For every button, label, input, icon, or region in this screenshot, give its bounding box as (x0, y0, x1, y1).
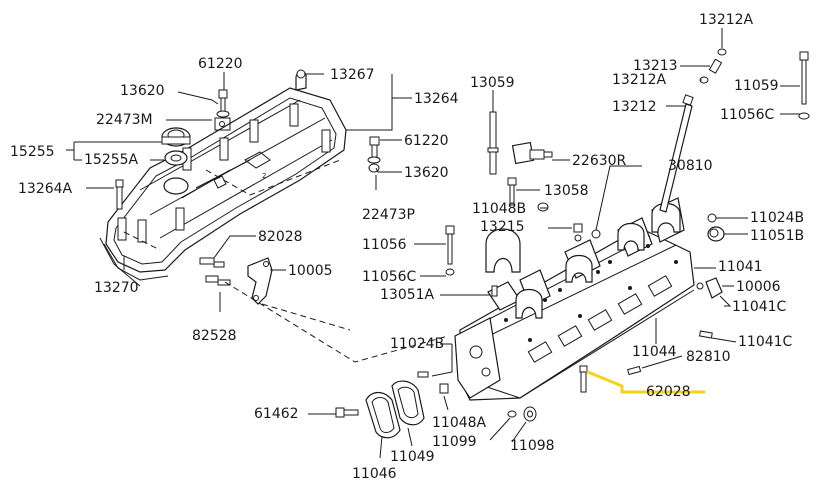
stud-11041c (698, 330, 713, 339)
label-30810: 30810 (668, 158, 713, 174)
alignment-line-1 (224, 281, 449, 363)
label-13215: 13215 (480, 219, 525, 235)
label-13058: 13058 (544, 183, 589, 199)
label-10005: 10005 (288, 263, 333, 279)
labels: 13212A 13213 13212A 11059 13212 11056C 6… (10, 12, 804, 482)
bolt-61220-top (214, 89, 231, 131)
label-13212: 13212 (612, 99, 657, 115)
alignment-line-3 (123, 231, 161, 251)
label-13264a: 13264A (18, 181, 73, 197)
thermostat-housing-11046 (365, 391, 401, 439)
label-82810: 82810 (686, 349, 731, 365)
label-13212a: 13212A (612, 72, 667, 88)
temperature-sensor (511, 141, 553, 165)
label-13267: 13267 (330, 67, 375, 83)
label-13270: 13270 (94, 280, 139, 296)
highlight-leader-62028 (586, 370, 706, 394)
label-11056c: 11056C (362, 269, 417, 285)
label-11056c-top: 11056C (720, 107, 775, 123)
svg-text:2: 2 (262, 172, 266, 180)
bolt-13264a (115, 179, 124, 210)
label-61220-mid: 61220 (404, 133, 449, 149)
label-11098: 11098 (510, 438, 555, 454)
label-62028: 62028 (646, 384, 691, 400)
label-22473p: 22473P (362, 207, 415, 223)
label-11041: 11041 (718, 259, 763, 275)
label-13051a: 13051A (380, 287, 435, 303)
bolt-62028 (579, 365, 588, 393)
label-11046: 11046 (352, 466, 397, 482)
gasket-11049 (391, 380, 425, 426)
plug-11024b-right (707, 213, 717, 223)
label-82028: 82028 (258, 229, 303, 245)
plug-13215 (573, 223, 583, 242)
label-11056: 11056 (362, 237, 407, 253)
label-10006: 10006 (736, 279, 781, 295)
label-22473m: 22473M (96, 112, 153, 128)
cylinder-head (454, 197, 695, 401)
label-11041c-right: 11041C (732, 299, 787, 315)
bolt-61462 (335, 407, 359, 418)
breather-hose (295, 69, 307, 91)
bolt-61220-mid (367, 136, 381, 173)
bolt-11056 (445, 225, 455, 276)
bolt-13213 (699, 48, 727, 84)
label-11024b-right: 11024B (750, 210, 804, 226)
label-11041c-low: 11041C (738, 334, 793, 350)
stud-82528 (205, 275, 231, 286)
label-13620-mid: 13620 (404, 165, 449, 181)
bolt-30810 (591, 229, 601, 239)
label-13213: 13213 (633, 58, 678, 74)
label-11059: 11059 (734, 78, 779, 94)
plug-11048b (537, 202, 549, 212)
plug-11051b (707, 226, 725, 242)
alignment-line-2 (261, 303, 351, 331)
label-11048a: 11048A (432, 415, 487, 431)
dowel-13051a (491, 285, 498, 297)
lifting-bracket-10005 (247, 257, 273, 305)
plug-11048a (439, 383, 449, 394)
label-22630r: 22630R (572, 153, 627, 169)
label-13212a-top: 13212A (699, 12, 754, 28)
plug-11024b-left (417, 371, 429, 378)
label-13059: 13059 (470, 75, 515, 91)
label-13620-top: 13620 (120, 83, 165, 99)
label-82528: 82528 (192, 328, 237, 344)
oil-filler-cap (161, 127, 191, 195)
label-15255a: 15255A (84, 152, 139, 168)
stud-11059 (798, 51, 810, 120)
label-11049: 11049 (390, 449, 435, 465)
label-61220-top: 61220 (198, 56, 243, 72)
washer-11098 (523, 406, 537, 422)
label-13264: 13264 (414, 91, 459, 107)
label-11051b: 11051B (750, 228, 804, 244)
plug-11099 (507, 410, 517, 418)
rocker-cover: 2 (105, 87, 347, 273)
rocker-cover-gasket (99, 237, 169, 287)
leader-lines (66, 28, 800, 459)
stud-82028 (199, 257, 225, 268)
oil-tube-13059 (487, 111, 499, 175)
label-11099: 11099 (432, 434, 477, 450)
stud-82810 (627, 365, 642, 376)
bracket-10006 (696, 277, 723, 299)
bolt-13058 (507, 177, 517, 206)
rod-13212 (659, 94, 694, 213)
label-15255: 15255 (10, 144, 55, 160)
label-61462: 61462 (254, 406, 299, 422)
label-11048b: 11048B (472, 201, 526, 217)
label-11044: 11044 (632, 344, 677, 360)
label-11024b-left: 11024B (390, 336, 444, 352)
